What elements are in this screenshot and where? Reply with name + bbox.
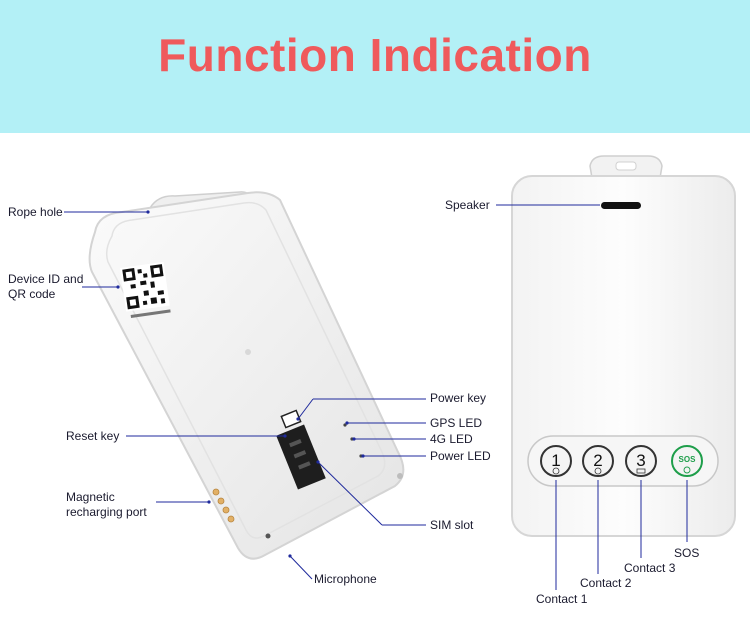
leader-lines — [64, 204, 688, 590]
sim-slot-tray — [276, 424, 326, 490]
back-device — [88, 191, 405, 560]
label-sos: SOS — [674, 546, 700, 560]
label-contact-2: Contact 2 — [580, 576, 632, 590]
speaker-grille — [601, 202, 641, 209]
svg-text:SOS: SOS — [679, 455, 697, 464]
front-device: 1 2 3 SOS — [511, 155, 736, 537]
label-power-led: Power LED — [430, 449, 491, 463]
reset-key-slot — [280, 409, 302, 429]
label-4g-led: 4G LED — [430, 432, 473, 446]
svg-text:1: 1 — [551, 451, 560, 470]
magnetic-recharging-pins — [212, 488, 235, 523]
label-rope-hole: Rope hole — [8, 205, 63, 219]
contact-3-button: 3 — [625, 445, 657, 477]
screw — [397, 473, 403, 479]
label-speaker: Speaker — [445, 198, 490, 212]
back-device-inner-panel — [105, 201, 386, 539]
leader-endpoints — [116, 210, 365, 558]
label-device-id: Device ID and QR code — [8, 272, 84, 301]
contact-1-button: 1 — [540, 445, 572, 477]
label-contact-3: Contact 3 — [624, 561, 676, 575]
button-panel — [527, 435, 719, 487]
page-title: Function Indication — [158, 29, 592, 81]
label-microphone: Microphone — [314, 572, 377, 586]
label-sim-slot: SIM slot — [430, 518, 474, 532]
label-contact-1: Contact 1 — [536, 592, 588, 606]
svg-text:3: 3 — [636, 451, 645, 470]
label-gps-led: GPS LED — [430, 416, 483, 430]
svg-text:2: 2 — [593, 451, 602, 470]
mould-dot — [245, 349, 251, 355]
contact-2-button: 2 — [582, 445, 614, 477]
qr-code — [120, 261, 171, 318]
title-banner — [0, 0, 750, 133]
microphone-hole — [265, 533, 271, 539]
gps-led — [343, 423, 347, 427]
label-reset-key: Reset key — [66, 429, 120, 443]
label-power-key: Power key — [430, 391, 487, 405]
label-magnetic-port: Magnetic recharging port — [66, 490, 147, 519]
sos-button: SOS — [671, 445, 703, 477]
